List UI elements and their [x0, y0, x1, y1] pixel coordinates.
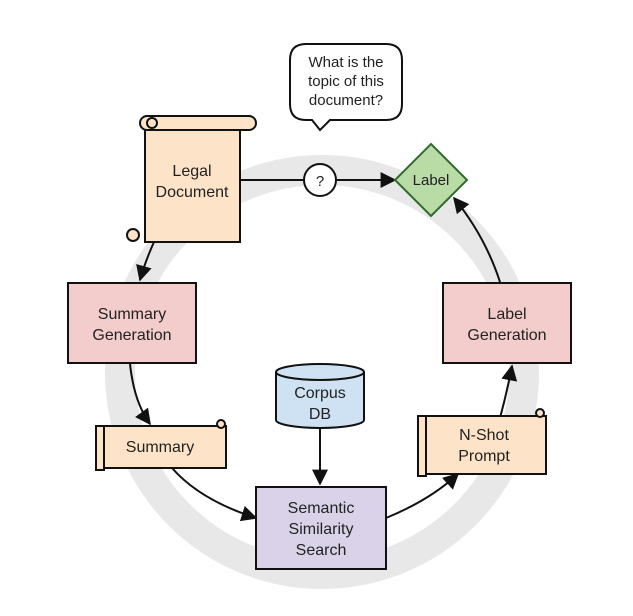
legal-document-line-1: Legal [172, 163, 211, 180]
bubble-line-3: document? [309, 92, 383, 109]
bubble-line-1: What is the [308, 54, 383, 71]
label-node: Label [393, 142, 469, 218]
edge-doc-to-summary-gen [136, 241, 155, 282]
semantic-search-line-1: Semantic [288, 500, 355, 517]
connectors [129, 172, 518, 522]
corpus-db-line-2: DB [309, 406, 331, 423]
label-node-text: Label [413, 172, 450, 189]
edge-summary-to-search [171, 467, 258, 522]
edge-nshot-to-label-gen [499, 364, 518, 419]
question-mark: ? [316, 173, 324, 190]
nshot-prompt-line-1: N-Shot [459, 427, 509, 444]
legal-document-line-2: Document [156, 184, 229, 201]
summary-generation-box: Summary Generation [67, 282, 197, 364]
label-generation-line-2: Generation [467, 327, 546, 344]
label-generation-line-1: Label [487, 306, 526, 323]
label-generation-box: Label Generation [442, 282, 572, 364]
legal-document-scroll: Legal Document [126, 115, 257, 243]
corpus-db-line-1: Corpus [294, 385, 346, 402]
edge-search-to-nshot [385, 472, 460, 519]
summary-generation-line-1: Summary [98, 306, 166, 323]
summary-scroll: Summary [95, 419, 227, 471]
corpus-db-cylinder: Corpus DB [275, 363, 365, 429]
semantic-search-line-3: Search [296, 542, 347, 559]
nshot-prompt-scroll: N-Shot Prompt [417, 408, 547, 477]
semantic-search-box: Semantic Similarity Search [255, 486, 387, 570]
summary-label: Summary [126, 439, 194, 456]
edge-summary-gen-to-summary [129, 363, 151, 426]
semantic-search-line-2: Similarity [289, 521, 354, 538]
question-node: ? [303, 163, 337, 197]
summary-generation-line-2: Generation [92, 327, 171, 344]
bubble-line-2: topic of this [308, 73, 384, 90]
nshot-prompt-line-2: Prompt [458, 448, 510, 465]
edge-label-gen-to-label [452, 196, 501, 283]
speech-bubble: What is the topic of this document? [289, 43, 403, 132]
